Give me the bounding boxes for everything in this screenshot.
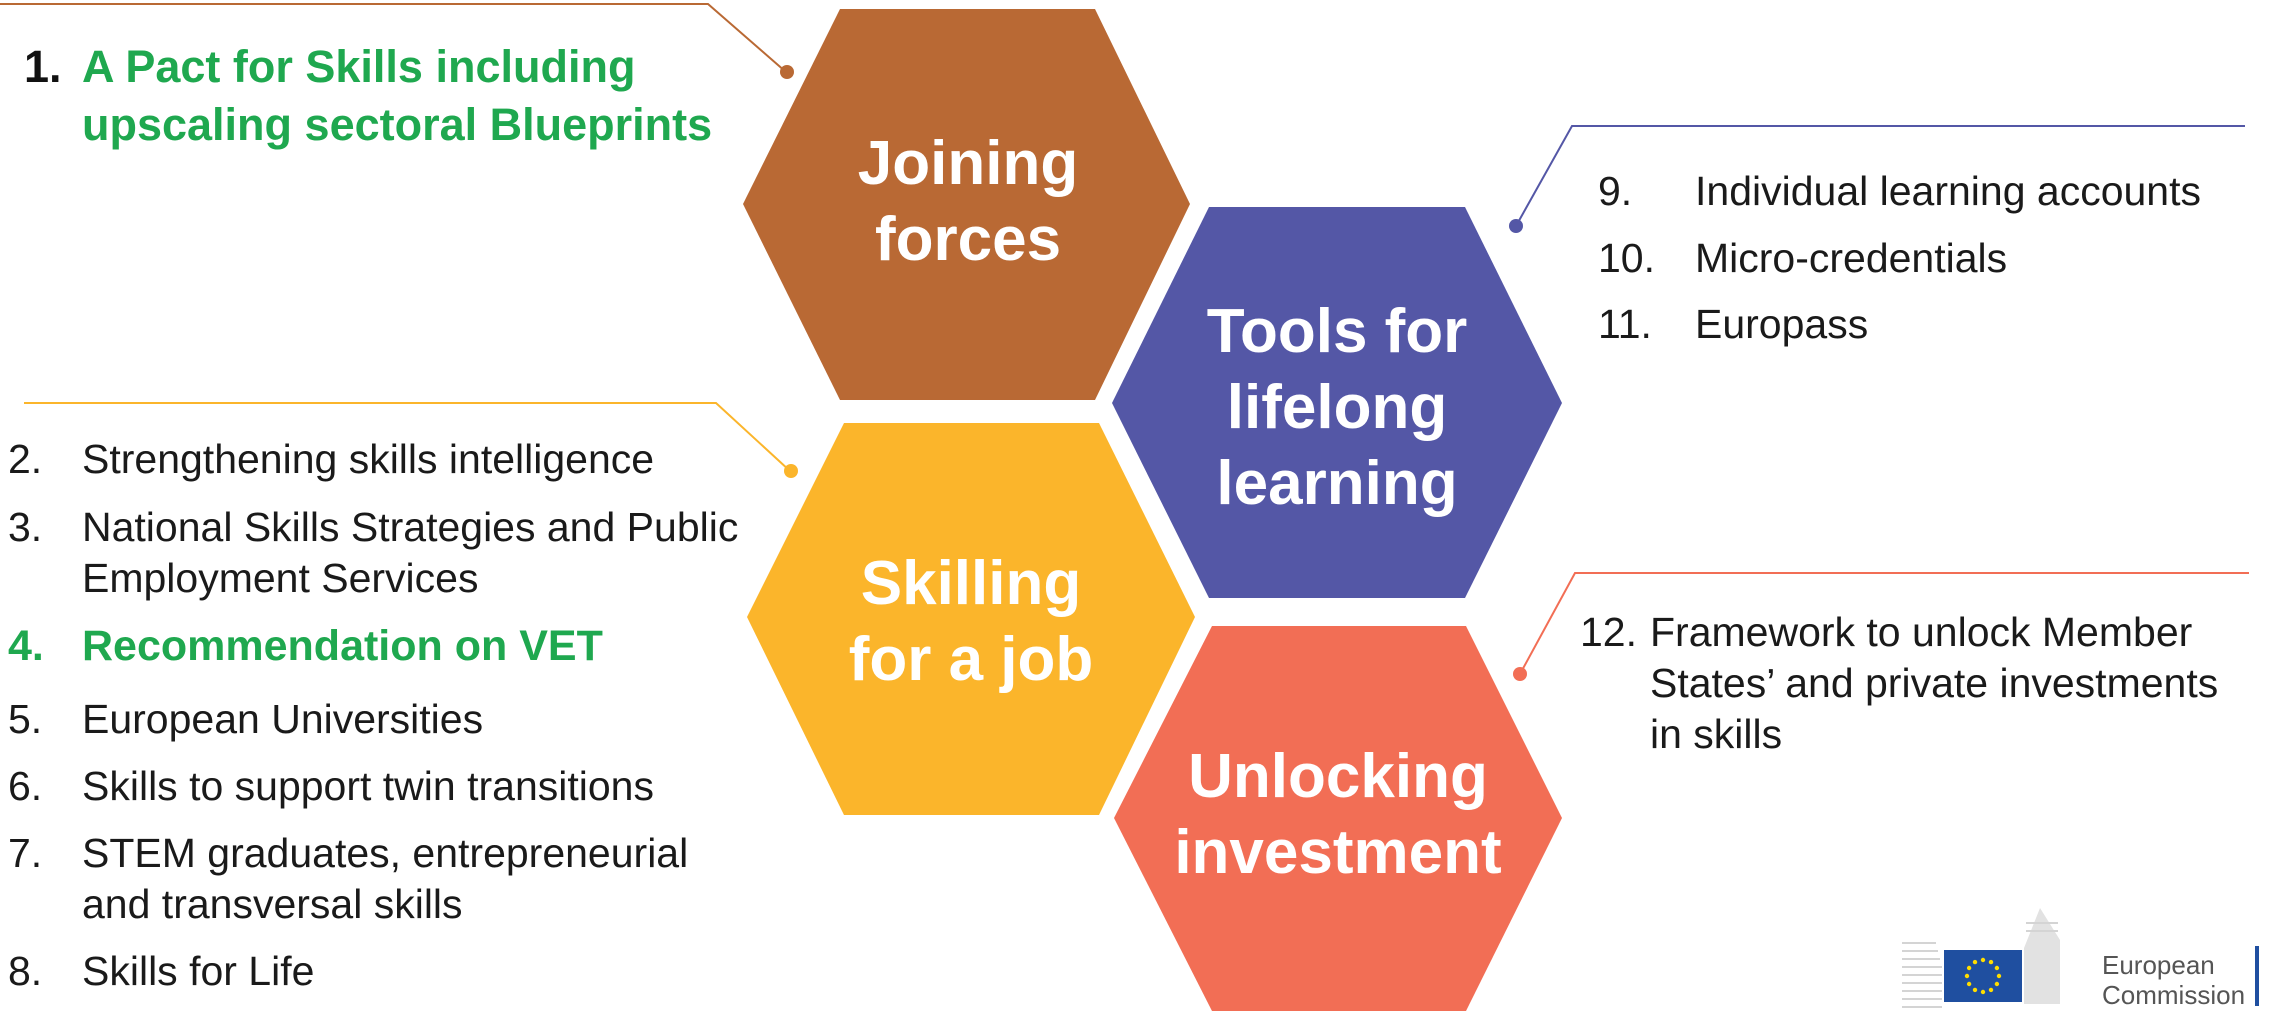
- label-line: lifelong: [1226, 373, 1448, 442]
- item-text: Strengthening skills intelligence: [82, 436, 655, 482]
- item-number: 7.: [8, 830, 43, 876]
- item-number: 8.: [8, 948, 43, 994]
- european-commission-logo-text: European Commission: [2102, 950, 2252, 1010]
- eu-star-icon: [1988, 987, 1994, 993]
- label-line: learning: [1216, 449, 1458, 518]
- label-unlocking-investment: Unlocking investment: [1138, 739, 1538, 891]
- item-text: Europass: [1695, 301, 1869, 347]
- hexagon-unlocking-investment: [1114, 626, 1562, 1011]
- label-line: Tools for: [1206, 297, 1468, 366]
- label-line: Skilling: [860, 549, 1082, 618]
- connector-joining: [0, 3, 794, 79]
- hexagon-tools-lifelong-learning: [1112, 207, 1562, 598]
- connector-tools: [1509, 125, 2245, 233]
- item-text: European Universities: [82, 696, 484, 742]
- item-text: STEM graduates, entrepreneurial and tran…: [82, 830, 689, 927]
- item-number: 3.: [8, 504, 43, 550]
- item-number: 4.: [8, 622, 44, 670]
- item-number: 12.: [1580, 609, 1637, 655]
- eu-star-icon: [1980, 989, 1986, 995]
- eu-star-icon: [1994, 965, 2000, 971]
- item-number: 9.: [1598, 168, 1633, 214]
- eu-star-icon: [1980, 957, 1986, 963]
- european-commission-logo-graphic: [1902, 908, 2259, 1008]
- item-number: 2.: [8, 436, 43, 482]
- hexagon-joining-forces: [743, 9, 1190, 400]
- item-text: Skills for Life: [82, 948, 315, 994]
- item-number: 10.: [1598, 235, 1655, 281]
- logo-line: Commission: [2102, 980, 2246, 1010]
- label-skilling-for-a-job: Skilling for a job: [771, 546, 1171, 698]
- label-tools-lifelong-learning: Tools for lifelong learning: [1137, 294, 1537, 522]
- connector-unlocking: [1513, 572, 2249, 681]
- eu-flag-icon: [1944, 950, 2022, 1002]
- item-text: National Skills Strategies and Public Em…: [82, 504, 739, 601]
- eu-star-icon: [1966, 981, 1972, 987]
- item-text: Micro-credentials: [1695, 235, 2008, 281]
- eu-star-icon: [1972, 959, 1978, 965]
- eu-star-icon: [1966, 965, 1972, 971]
- item-text: Individual learning accounts: [1695, 168, 2201, 214]
- label-line: Unlocking: [1188, 742, 1488, 811]
- item-text: Framework to unlock Member States’ and p…: [1650, 609, 2219, 757]
- label-line: Joining: [857, 129, 1079, 198]
- eu-star-icon: [1988, 959, 1994, 965]
- hexagon-skilling-for-a-job: [747, 423, 1195, 815]
- item-number: 11.: [1598, 301, 1652, 347]
- eu-star-icon: [1964, 973, 1970, 979]
- eu-star-icon: [1996, 973, 2002, 979]
- label-line: forces: [874, 205, 1062, 274]
- connector-skilling: [24, 402, 798, 478]
- item-number: 5.: [8, 696, 43, 742]
- item-text: Recommendation on VET: [82, 622, 603, 670]
- logo-line: European: [2102, 950, 2215, 980]
- item-text: Skills to support twin transitions: [82, 763, 654, 809]
- eu-star-icon: [1994, 981, 2000, 987]
- item-number: 6.: [8, 763, 43, 809]
- item-number: 1.: [24, 41, 62, 92]
- eu-star-icon: [1972, 987, 1978, 993]
- label-line: investment: [1174, 818, 1502, 887]
- label-joining-forces: Joining forces: [768, 126, 1168, 278]
- item-text: A Pact for Skills including upscaling se…: [82, 41, 713, 150]
- label-line: for a job: [848, 625, 1094, 694]
